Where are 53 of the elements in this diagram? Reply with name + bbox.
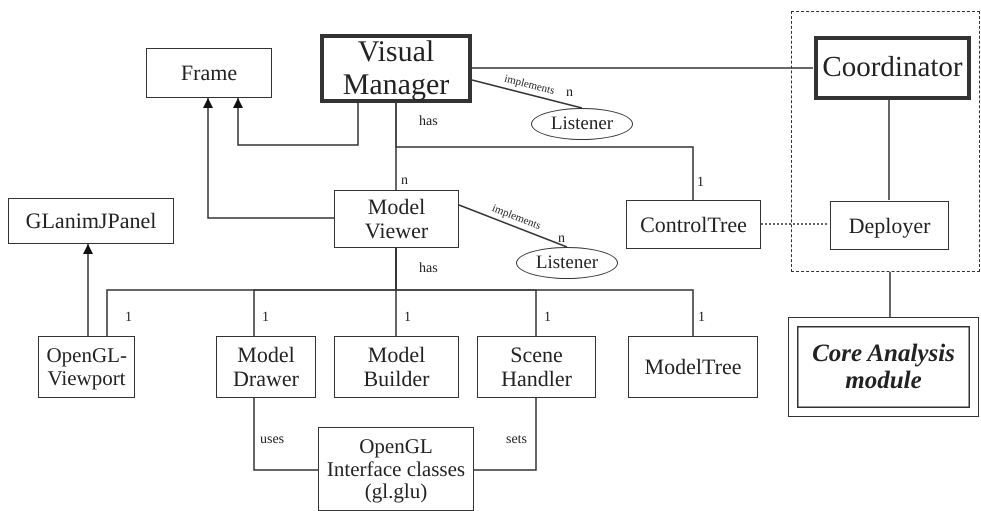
connector xyxy=(83,244,93,336)
class-box xyxy=(318,427,474,511)
class-name: OpenGL Interface classes (gl.glu) xyxy=(326,434,466,503)
class-name: Model Builder xyxy=(362,343,430,391)
multiplicity-label: 1 xyxy=(262,311,269,325)
class-name: Model Viewer xyxy=(364,195,430,243)
connector xyxy=(761,223,829,225)
class-box xyxy=(146,48,272,98)
class-name: Listener xyxy=(550,114,614,134)
multiplicity-label: 1 xyxy=(404,311,411,325)
class-name: Coordinator xyxy=(822,52,963,84)
group-boundary xyxy=(791,11,980,272)
class-box xyxy=(38,336,135,398)
class-box xyxy=(334,336,459,398)
class-box xyxy=(334,190,459,248)
connector xyxy=(395,103,694,200)
class-box xyxy=(830,201,949,250)
connector xyxy=(253,398,318,471)
class-box xyxy=(320,34,472,103)
multiplicity-label: n xyxy=(566,86,573,100)
class-box xyxy=(628,336,758,398)
class-name: Frame xyxy=(180,61,238,85)
multiplicity-label: 1 xyxy=(698,311,705,325)
class-name: Scene Handler xyxy=(500,343,573,391)
class-name: Visual Manager xyxy=(342,36,450,101)
connector xyxy=(395,248,694,336)
connector xyxy=(888,99,890,200)
multiplicity-label: n xyxy=(558,232,565,246)
class-name: GLanimJPanel xyxy=(26,209,156,233)
connector xyxy=(458,204,568,248)
class-name: ControlTree xyxy=(640,212,747,236)
class-box xyxy=(626,200,761,249)
class-box xyxy=(477,336,596,398)
multiplicity-label: n xyxy=(401,174,408,188)
connector xyxy=(203,98,334,219)
multiplicity-label: 1 xyxy=(544,311,551,325)
class-name: OpenGL-Viewport xyxy=(46,344,126,390)
multiplicity-label: 1 xyxy=(125,311,132,325)
class-box xyxy=(8,198,174,244)
connector xyxy=(233,98,359,146)
connector xyxy=(472,67,813,69)
class-name: Model Drawer xyxy=(232,343,300,391)
class-name: Deployer xyxy=(848,214,930,238)
class-box xyxy=(814,36,971,100)
class-name: Core Analysis module xyxy=(811,340,956,394)
class-box xyxy=(216,336,316,398)
connector xyxy=(889,272,891,317)
connector xyxy=(472,79,582,109)
class-name: ModelTree xyxy=(644,355,742,379)
module-box xyxy=(788,317,979,417)
multiplicity-label: 1 xyxy=(697,176,704,190)
class-name: Listener xyxy=(536,252,598,274)
connector xyxy=(474,398,537,471)
